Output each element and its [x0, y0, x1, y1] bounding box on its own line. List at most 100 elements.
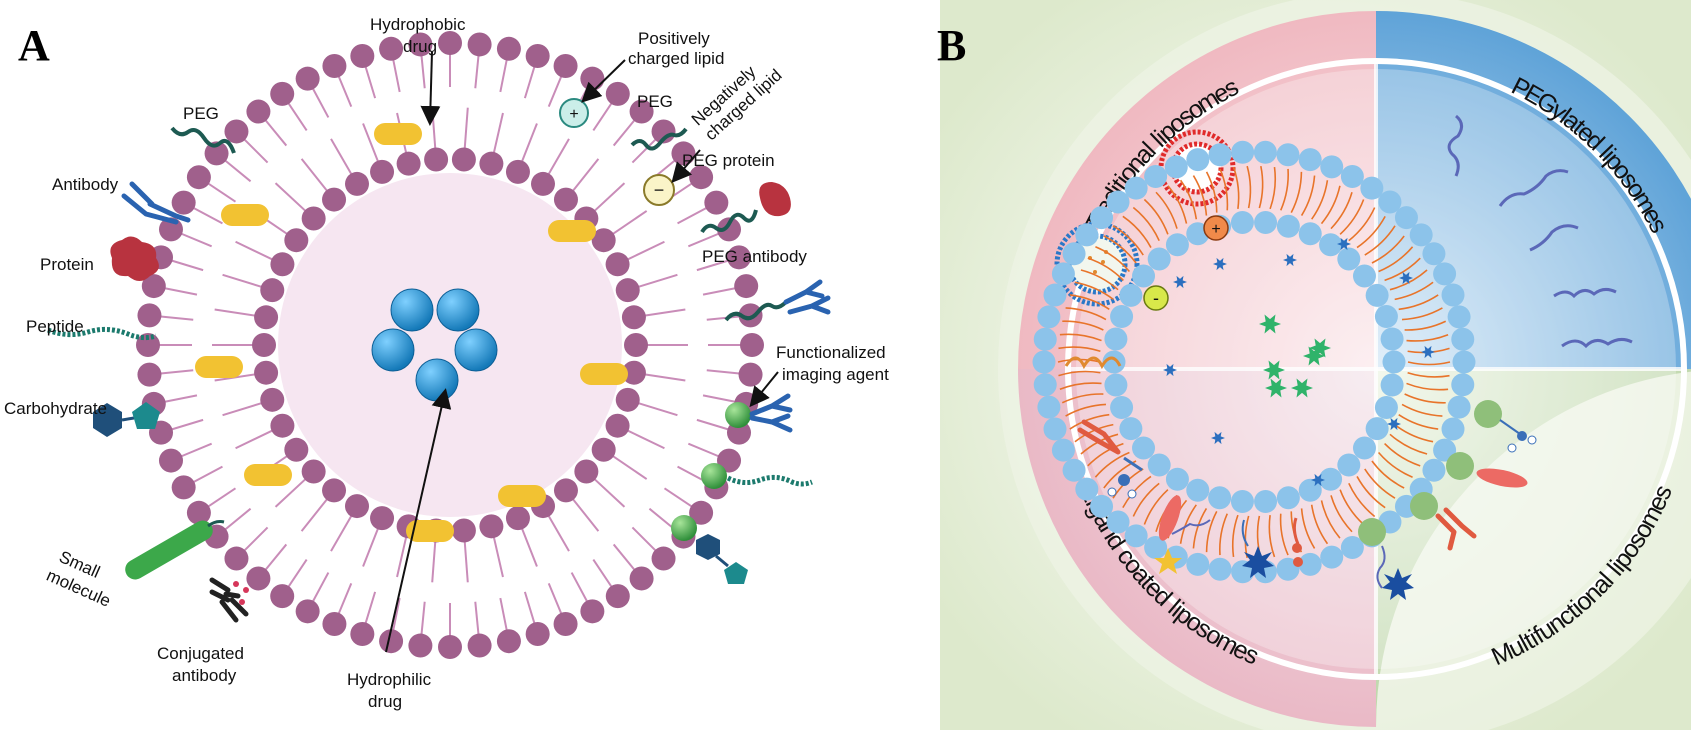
lipid-head-outer-b	[1106, 510, 1130, 534]
lipid-tail	[592, 558, 614, 589]
lipid-head-inner-b	[1208, 486, 1232, 510]
lipid-head-inner-b	[1337, 247, 1361, 271]
peptide-right	[701, 463, 813, 489]
lipid-head-inner-b	[1110, 395, 1134, 419]
lipid-head-outer-b	[1451, 373, 1475, 397]
positive-charge-symbol: +	[569, 106, 578, 123]
lipid-head-outer	[137, 303, 162, 328]
peg-right	[630, 127, 688, 151]
lipid-head-inner-b	[1319, 233, 1343, 257]
lipid-tail	[286, 558, 308, 589]
lipid-tail	[179, 442, 213, 458]
lipid-tail-b	[1143, 489, 1169, 525]
membrane-drug-star	[1163, 363, 1177, 377]
label-positively-charged-lipid: Positively charged lipid	[628, 29, 724, 68]
lipid-head-inner	[424, 147, 449, 172]
negative-lipid: −	[643, 174, 675, 206]
lipid-head-inner	[252, 333, 276, 357]
inner-drug-star	[1265, 378, 1287, 398]
lipid-head-outer	[717, 448, 742, 473]
lipid-head-inner-b	[1298, 222, 1322, 246]
lipid-head-outer	[496, 36, 521, 61]
lipid-tail-b	[1232, 166, 1240, 209]
lipid-tail	[631, 526, 658, 553]
lipid-head-inner-b	[1186, 478, 1210, 502]
lipid-head-outer	[204, 141, 229, 166]
lipid-tail-b	[1268, 515, 1276, 558]
lipid-tail-b	[1300, 175, 1316, 216]
lipid-head-inner-b	[1119, 417, 1143, 441]
panel-b-letter: B	[937, 21, 966, 70]
lipid-head-inner-b	[1380, 373, 1404, 397]
label-hydrophilic-drug: Hydrophilic drug	[347, 670, 436, 711]
lipid-head-outer-b	[1186, 552, 1210, 576]
lipid-tail	[223, 507, 252, 532]
hydrophobic-drug-group	[195, 123, 628, 542]
positive-lipid: +	[559, 98, 589, 128]
lipid-head-inner-b	[1132, 264, 1156, 288]
label-conjugated-antibody: Conjugated antibody	[157, 644, 249, 685]
lipid-tail	[702, 394, 737, 403]
lipid-tail	[364, 65, 377, 99]
lipid-tail	[431, 540, 437, 583]
lipid-tail	[192, 206, 223, 225]
lipid-head-outer	[580, 66, 605, 91]
membrane-drug-star	[1387, 417, 1401, 431]
hydrophilic-drug-sphere	[390, 288, 434, 332]
lipid-tail	[547, 582, 563, 616]
multifunctional-attachments-b	[1358, 400, 1537, 600]
lipid-head-outer	[350, 621, 375, 646]
lipid-tail	[523, 65, 536, 99]
lipid-tail-b	[1364, 468, 1396, 499]
lipid-head-inner-b	[1319, 467, 1343, 491]
lipid-head-inner	[605, 413, 630, 438]
lipid-tail-b	[1065, 403, 1107, 417]
lipid-head-inner-b	[1104, 327, 1128, 351]
lipid-tail-b	[1339, 489, 1365, 526]
lipid-tail-b	[1407, 371, 1450, 378]
lipid-tail	[170, 418, 204, 431]
lipid-head-inner	[591, 437, 616, 462]
lipid-head-outer	[295, 599, 320, 624]
lipid-head-inner	[345, 171, 369, 196]
hydrophobic-drug-capsule	[548, 220, 596, 242]
lipid-head-outer	[408, 32, 433, 57]
lipid-head-outer-b	[1340, 536, 1364, 560]
lipid-head-outer	[580, 599, 605, 624]
lipid-head-outer-b	[1253, 140, 1277, 164]
lipid-head-outer	[740, 333, 764, 357]
lipid-tail	[626, 240, 665, 261]
lipid-head-outer	[525, 621, 550, 646]
positive-lipid-arrow	[581, 59, 626, 103]
lipid-tail-b	[1401, 307, 1443, 321]
lipid-head-inner-b	[1337, 453, 1361, 477]
lipid-head-inner	[574, 459, 599, 484]
lipid-tail	[362, 527, 380, 567]
lipid-tail-b	[1061, 393, 1104, 404]
lipid-head-outer	[224, 119, 249, 144]
lipid-tail-b	[1330, 495, 1353, 533]
lipid-head-outer	[651, 119, 676, 144]
lipid-tail	[392, 58, 401, 93]
lipid-head-outer-b	[1051, 438, 1075, 462]
lipid-tail	[337, 582, 353, 616]
lipid-head-outer-b	[1441, 283, 1465, 307]
lipid-head-outer	[186, 500, 211, 525]
lipid-head-inner	[591, 228, 616, 253]
lipid-head-outer-b	[1276, 143, 1300, 167]
lipid-tail-b	[1330, 192, 1353, 230]
multifunctional-liposome-bilayer	[1032, 140, 1476, 584]
lipid-tail	[474, 54, 480, 89]
lipid-tail	[235, 240, 274, 261]
lipid-head-outer	[651, 546, 676, 571]
lipid-tail	[214, 308, 257, 317]
lipid-tail	[643, 373, 686, 382]
lipid-tail	[523, 591, 536, 625]
small-molecule-left	[125, 520, 225, 580]
lipid-head-outer-b	[1441, 417, 1465, 441]
lipid-tail	[392, 597, 401, 632]
lipid-head-inner	[621, 360, 646, 385]
lipid-head-outer	[605, 81, 630, 106]
lipid-tail-b	[1112, 225, 1144, 256]
lipid-head-inner-b	[1352, 436, 1376, 460]
